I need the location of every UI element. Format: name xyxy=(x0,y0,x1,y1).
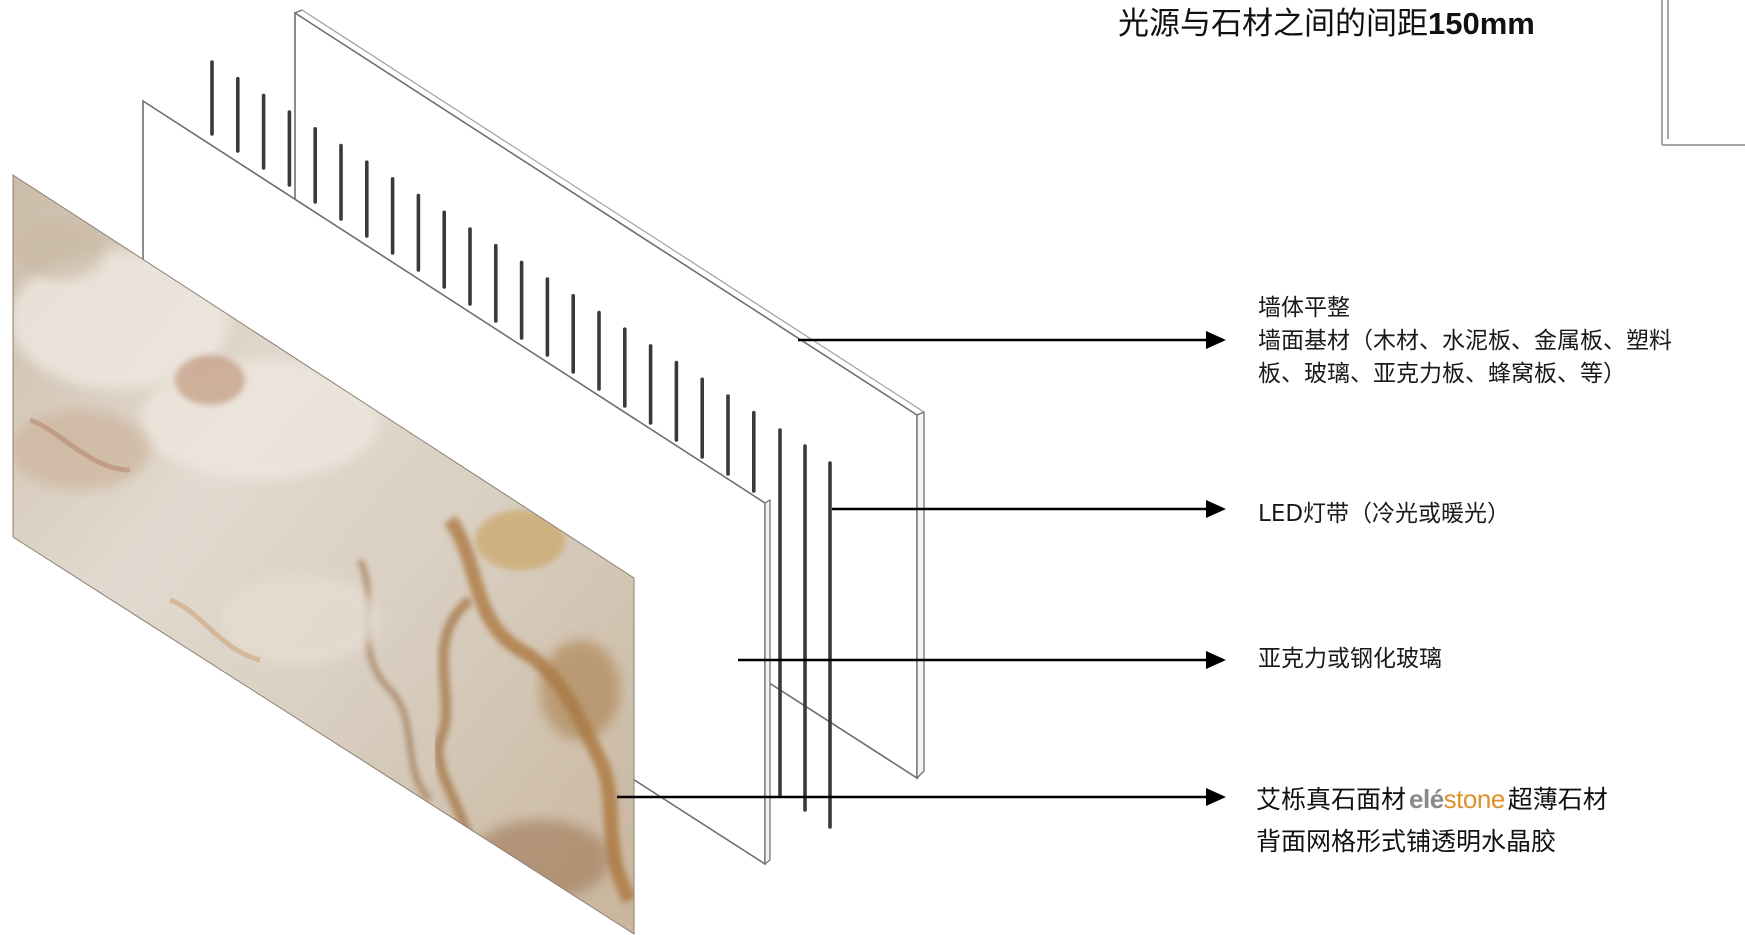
label-line: 板、玻璃、亚克力板、蜂窝板、等） xyxy=(1258,361,1626,387)
label-acrylic-glass: 亚克力或钢化玻璃 xyxy=(1258,643,1442,676)
label-line: LED灯带（冷光或暖光） xyxy=(1258,501,1511,527)
spacing-note: 光源与石材之间的间距150mm xyxy=(1118,2,1535,46)
callout-arrows xyxy=(617,331,1226,806)
elestone-logo: eléstone xyxy=(1409,784,1505,814)
led-strip-array xyxy=(210,60,756,493)
label-text: 超薄石材 xyxy=(1507,785,1608,814)
label-wall-substrate: 墙体平整 墙面基材（木材、水泥板、金属板、塑料 板、玻璃、亚克力板、蜂窝板、等） xyxy=(1258,292,1672,391)
spacing-note-text: 光源与石材之间的间距 xyxy=(1118,6,1428,42)
edge-frame xyxy=(1661,0,1745,146)
stone-veneer-panel xyxy=(12,174,635,935)
label-text: 艾栎真石面材 xyxy=(1256,785,1407,814)
led-strip-front xyxy=(778,428,832,829)
label-line: 墙体平整 xyxy=(1258,295,1350,321)
label-line: 墙面基材（木材、水泥板、金属板、塑料 xyxy=(1258,328,1672,354)
spacing-note-value: 150mm xyxy=(1428,6,1535,41)
label-line: 背面网格形式铺透明水晶胶 xyxy=(1256,827,1557,856)
label-line: 亚克力或钢化玻璃 xyxy=(1258,646,1442,672)
label-led-strip: LED灯带（冷光或暖光） xyxy=(1258,498,1510,531)
